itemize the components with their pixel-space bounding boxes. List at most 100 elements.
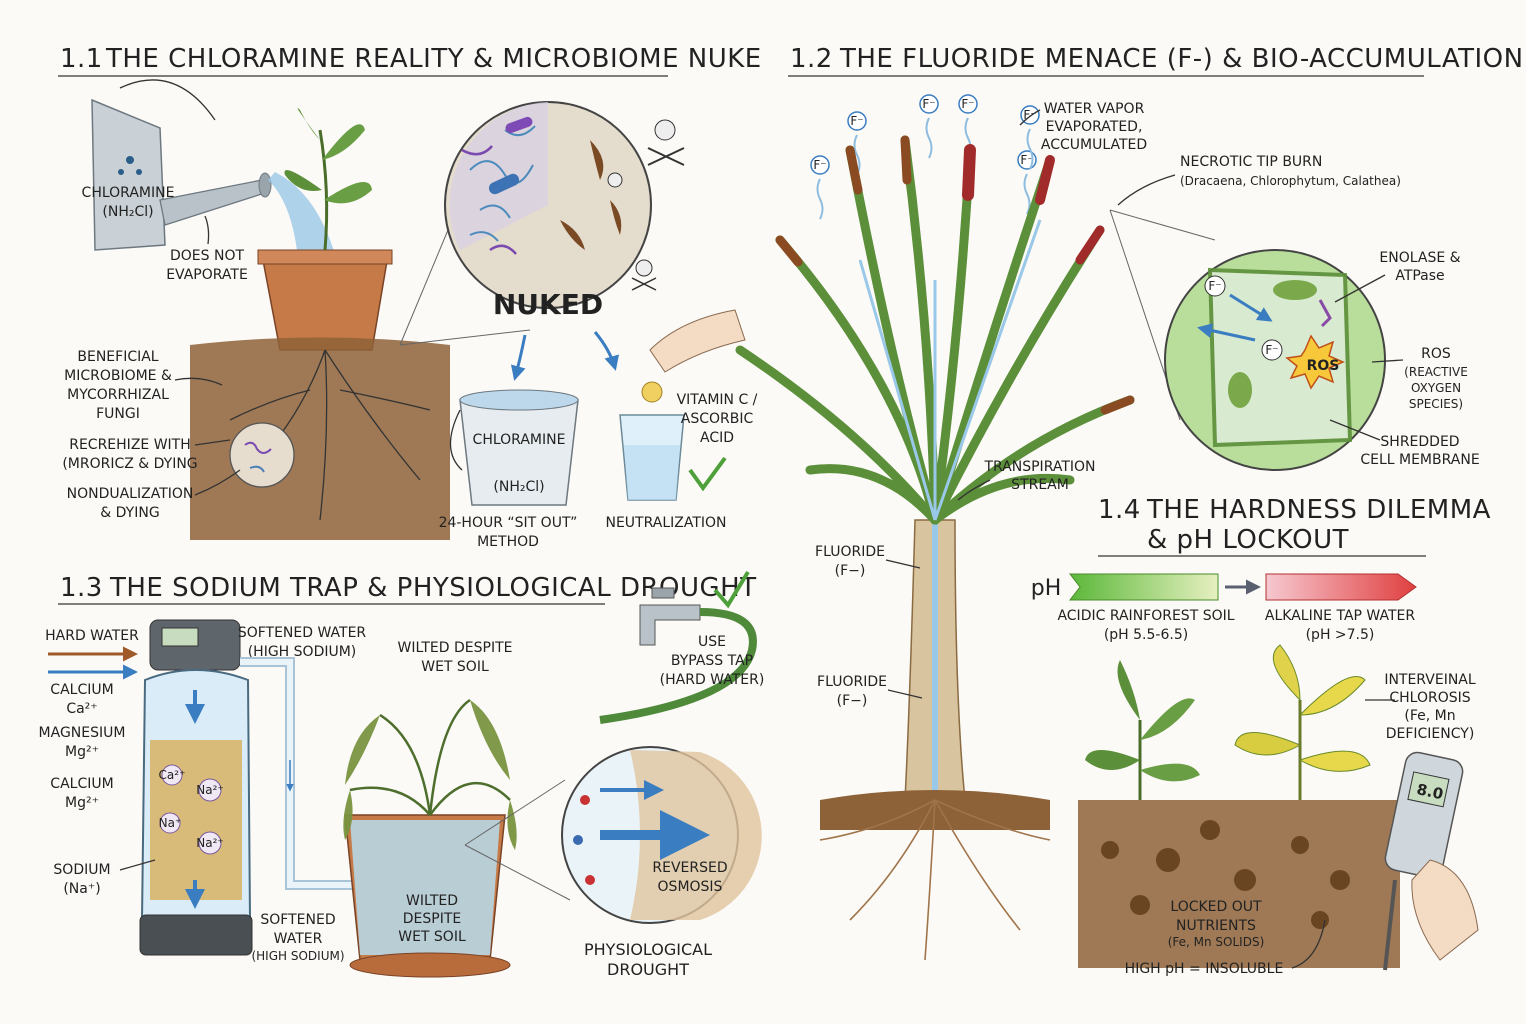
insoluble-label: HIGH pH = INSOLUBLE [1125, 961, 1284, 977]
section-title-2: & pH LOCKOUT [1147, 525, 1349, 555]
necrotic-label: NECROTIC TIP BURN [1180, 154, 1322, 170]
ros-label-1: ROS [1421, 346, 1451, 362]
section-title: THE FLUORIDE MENACE (F-) & BIO-ACCUMULAT… [839, 44, 1524, 74]
chlorosis-label-4: DEFICIENCY) [1386, 726, 1475, 742]
hand-icon [641, 309, 746, 403]
ph-meter-icon: 8.0 [1383, 751, 1479, 971]
checkmark-icon [688, 456, 727, 492]
alkaline-ph-bar [1265, 573, 1417, 601]
chlorotic-plant [1234, 644, 1371, 800]
does-not-label: DOES NOT [170, 248, 244, 264]
ion-label: F⁻ [1208, 279, 1221, 293]
locked-label-3: (Fe, Mn SOLIDS) [1168, 935, 1265, 949]
ion-label: F⁻ [813, 158, 826, 172]
ion-label: F⁻ [1020, 153, 1033, 167]
microbiome-zoom: NUKED [444, 101, 652, 321]
microbiome-label-3: MYCORRHIZAL [67, 387, 169, 403]
soil-block [190, 337, 450, 540]
magnesium-label: MAGNESIUM [39, 725, 126, 741]
softened-water-label-2: (HIGH SODIUM) [248, 644, 357, 660]
potted-plant [257, 108, 393, 351]
bypass-label-1: USE [698, 634, 726, 650]
root-system [229, 349, 431, 521]
hard-water-label: HARD WATER [45, 628, 139, 644]
reversed-label: REVERSED [652, 860, 727, 876]
acidic-label-1: ACIDIC RAINFOREST SOIL [1057, 608, 1234, 624]
wilted-pot-label-3: WET SOIL [398, 929, 466, 945]
shredded-label-1: SHREDDED [1380, 434, 1459, 450]
drought-label-2: DROUGHT [607, 960, 689, 979]
wilted-pot-label-2: DESPITE [403, 911, 461, 927]
ion-na: Na⁺ [159, 816, 182, 830]
bypass-label-3: (HARD WATER) [660, 672, 765, 688]
garbled-label-2: (MRORICZ & DYING [62, 456, 197, 472]
ros-label-2: (REACTIVE [1404, 365, 1468, 379]
faucet-icon [599, 587, 757, 724]
ros-label-4: SPECIES) [1409, 397, 1463, 411]
section-number: 1.3 [60, 573, 103, 603]
enolase-label-1: ENOLASE & [1379, 250, 1460, 266]
healthy-plant [1085, 660, 1200, 800]
softened-b-label-2: WATER [274, 931, 323, 947]
fluoride-ion-bubble: F⁻ [810, 155, 830, 220]
nodulization-label-1: NONDUALIZATION [67, 486, 194, 502]
fluoride-ion-group: F⁻F⁻F⁻F⁻F⁻F⁻ [810, 94, 1040, 220]
ph-label: pH [1031, 576, 1062, 601]
section-number: 1.2 [790, 44, 833, 74]
checkmark-icon [713, 570, 750, 609]
sit-out-label-1: 24-HOUR “SIT OUT” [439, 515, 578, 531]
vapor-label-2: EVAPORATED, [1046, 119, 1143, 135]
sodium-ion: (Na⁺) [63, 881, 100, 897]
osmosis-label: OSMOSIS [658, 879, 723, 895]
softened-b-label-1: SOFTENED [260, 912, 335, 928]
skull-icon [647, 119, 685, 166]
fluoride-label-a2: (F−) [835, 563, 866, 579]
vapor-label-1: WATER VAPOR [1044, 101, 1145, 117]
section-number: 1.4 [1098, 495, 1141, 525]
locked-label-1: LOCKED OUT [1170, 899, 1262, 915]
ion-label: F⁻ [850, 114, 863, 128]
ros-burst-icon [1285, 334, 1345, 390]
ros-label-3: OXYGEN [1411, 381, 1461, 395]
ion-na2: Na²⁺ [196, 836, 223, 850]
softened-b-label-3: (HIGH SODIUM) [251, 949, 344, 963]
calcium-label-2: CALCIUM [50, 776, 113, 792]
fluoride-label-a1: FLUORIDE [815, 544, 885, 560]
microbiome-label-2: MICROBIOME & [64, 368, 172, 384]
garbled-label-1: RECREHIZE WITH [69, 437, 191, 453]
acidic-label-2: (pH 5.5-6.5) [1104, 627, 1188, 643]
neutralization-label: NEUTRALIZATION [605, 515, 726, 531]
bucket-formula: (NH₂Cl) [493, 479, 544, 495]
ion-label: F⁻ [922, 97, 935, 111]
wilted-label-2: WET SOIL [421, 659, 489, 675]
ion-na2: Na²⁺ [196, 783, 223, 797]
shredded-label-2: CELL MEMBRANE [1360, 452, 1479, 468]
glass-icon [619, 414, 685, 501]
softened-water-label-1: SOFTENED WATER [238, 625, 367, 641]
fluoride-ion-bubble: F⁻ [847, 111, 867, 176]
section-title: THE SODIUM TRAP & PHYSIOLOGICAL DROUGHT [109, 573, 757, 603]
section-title-1: THE HARDNESS DILEMMA [1146, 495, 1491, 525]
enolase-label-2: ATPase [1395, 268, 1444, 284]
magnesium-ion: Mg²⁺ [65, 744, 99, 760]
section-title: THE CHLORAMINE REALITY & MICROBIOME NUKE [105, 44, 762, 74]
sit-out-label-2: METHOD [477, 534, 539, 550]
microbiome-label-4: FUNGI [96, 406, 140, 422]
alkaline-label-2: (pH >7.5) [1306, 627, 1375, 643]
ion-ca: Ca²⁺ [159, 768, 186, 782]
nodulization-label-2: & DYING [100, 505, 159, 521]
skull-icon [607, 172, 623, 188]
acidic-ph-bar [1068, 573, 1219, 601]
microbiome-label-1: BENEFICIAL [77, 349, 158, 365]
water-softener-tank: Ca²⁺ Na²⁺ Na⁺ Na²⁺ [139, 619, 253, 956]
chlorosis-label-1: INTERVEINAL [1384, 672, 1476, 688]
ros-burst-label: ROS [1307, 358, 1340, 374]
locked-label-2: NUTRIENTS [1176, 918, 1256, 934]
watering-can-icon: CHLORAMINE (NH₂Cl) [82, 79, 272, 251]
dracaena-tree [735, 135, 1135, 801]
chlorosis-label-2: CHLOROSIS [1389, 690, 1470, 706]
can-label: CHLORAMINE [82, 185, 175, 201]
root-system [819, 799, 1051, 961]
section-1-1: 1.1 THE CHLORAMINE REALITY & MICROBIOME … [58, 44, 762, 550]
